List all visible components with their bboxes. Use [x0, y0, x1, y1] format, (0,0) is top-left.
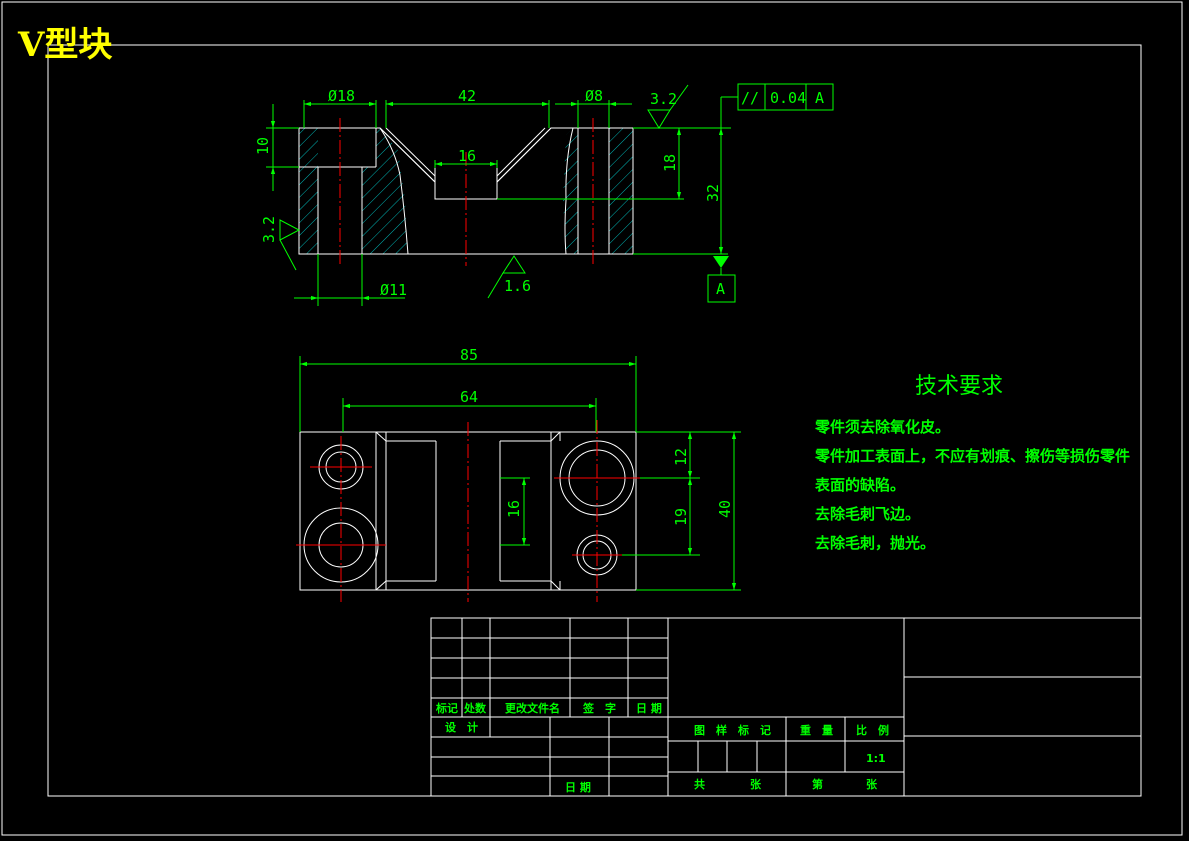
requirements-heading: 技术要求 [915, 374, 1003, 399]
datum-label: A [716, 280, 725, 298]
drawing-title: V型块 [17, 25, 112, 65]
dim-18: 18 [661, 154, 679, 172]
dim-16-top: 16 [505, 500, 523, 518]
front-view: Ø18 42 Ø8 3.2 10 3.2 16 1 [254, 83, 834, 306]
tb-sheets1: 张 [750, 777, 762, 791]
parallel-symbol: // [741, 89, 759, 107]
tb-total: 共 [694, 777, 705, 791]
dim-dia11: Ø11 [380, 281, 407, 299]
tolerance-datum: A [815, 89, 824, 107]
dim-16-front: 16 [458, 147, 476, 165]
dim-19: 19 [672, 508, 690, 526]
hatch-area [299, 167, 318, 254]
tb-weight: 重 量 [800, 723, 833, 737]
dim-40: 40 [716, 500, 734, 518]
requirement-line: 表面的缺陷。 [815, 476, 905, 494]
requirement-line: 零件须去除氧化皮。 [814, 418, 950, 436]
hatch-area [563, 128, 578, 254]
dim-64: 64 [460, 388, 478, 406]
tolerance-frame [737, 83, 834, 111]
tb-signature: 签 字 [582, 701, 616, 715]
roughness-bottom: 1.6 [504, 277, 531, 295]
tolerance-value: 0.04 [770, 89, 806, 107]
dim-dia8: Ø8 [585, 87, 603, 105]
tb-mark: 标记 [435, 701, 458, 715]
tb-sheets2: 张 [866, 777, 878, 791]
top-view: 85 64 12 19 40 16 [296, 346, 741, 602]
tb-sheet-no: 第 [812, 777, 823, 791]
tb-scale: 比 例 [856, 723, 889, 737]
datum-box [707, 274, 736, 303]
datum-triangle [713, 256, 729, 268]
hatch-area [362, 128, 408, 254]
inner-border [47, 44, 1142, 797]
tb-scale-value: 1:1 [866, 752, 886, 765]
dim-12: 12 [672, 448, 690, 466]
hatch-area [609, 128, 633, 254]
tb-design: 设 计 [445, 720, 478, 734]
requirement-line: 零件加工表面上，不应有划痕、擦伤等损伤零件 [814, 447, 1130, 465]
dim-dia18: Ø18 [328, 87, 355, 105]
tb-change-doc: 更改文件名 [505, 701, 560, 715]
title-block: 标记 处数 更改文件名 签 字 日 期 设 计 日 期 图 样 标 记 重 量 … [430, 617, 1142, 797]
technical-requirements: 技术要求 零件须去除氧化皮。 零件加工表面上，不应有划痕、擦伤等损伤零件 表面的… [814, 374, 1130, 552]
requirement-line: 去除毛刺飞边。 [815, 505, 920, 523]
roughness-left: 3.2 [260, 216, 278, 243]
tb-date2: 日 期 [565, 780, 591, 794]
tb-date: 日 期 [636, 701, 662, 715]
dim-42: 42 [458, 87, 476, 105]
dim-32: 32 [704, 184, 722, 202]
roughness-top: 3.2 [650, 90, 677, 108]
dim-10: 10 [254, 137, 272, 155]
dim-85: 85 [460, 346, 478, 364]
tb-drawing-mark: 图 样 标 记 [694, 723, 771, 737]
hatch-area [299, 128, 318, 167]
requirement-line: 去除毛刺，抛光。 [815, 534, 935, 552]
tb-count: 处数 [463, 701, 487, 715]
